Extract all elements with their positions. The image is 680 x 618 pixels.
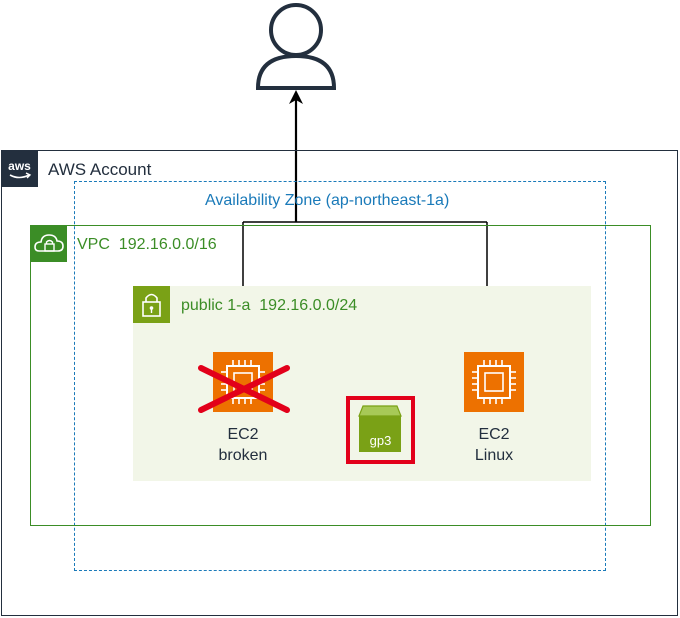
aws-logo-text: aws [8, 159, 31, 173]
cross-icon [198, 365, 290, 413]
ec2-broken-name: EC2 [227, 426, 259, 443]
ec2-chip-icon [464, 352, 524, 412]
vpc-cloud-lock-icon [30, 225, 67, 262]
ec2-linux-label: EC2 Linux [434, 424, 554, 466]
ec2-broken-status: broken [218, 447, 268, 464]
aws-cloud-icon: aws [1, 150, 38, 187]
vpc-label: VPC 192.16.0.0/16 [77, 236, 217, 253]
gp3-label: gp3 [369, 433, 392, 448]
subnet-label: public 1-a 192.16.0.0/24 [181, 297, 358, 314]
availability-zone-group [74, 181, 606, 571]
vpc-group [30, 225, 651, 526]
arrowhead [289, 90, 303, 104]
aws-account-group [1, 150, 678, 616]
aws-account-label: AWS Account [48, 160, 152, 179]
ebs-volume-icon [358, 405, 402, 452]
ec2-broken-label: EC2 broken [183, 424, 303, 466]
padlock-icon [133, 286, 170, 323]
availability-zone-label: Availability Zone (ap-northeast-1a) [205, 192, 450, 209]
user-icon [255, 3, 337, 90]
gp3-highlight-frame [346, 396, 415, 464]
ec2-linux-name: EC2 [478, 426, 510, 443]
ec2-linux-status: Linux [474, 447, 514, 464]
